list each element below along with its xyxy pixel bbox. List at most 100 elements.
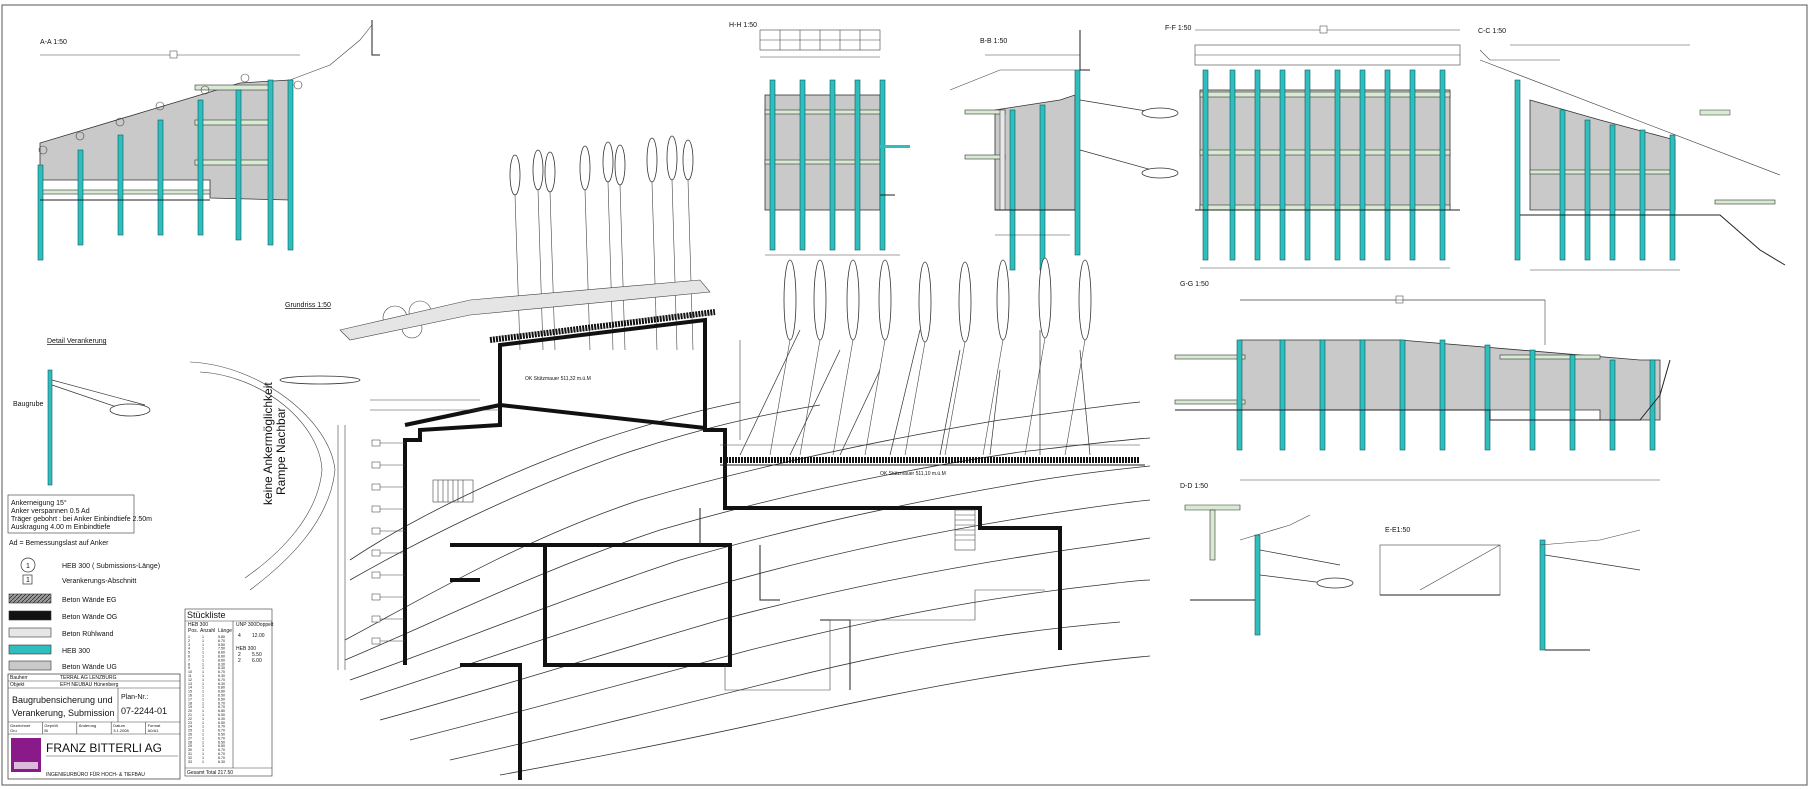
tree-stem (832, 339, 854, 456)
stueckliste-cell: 1 (202, 756, 204, 760)
section-dd-title: D-D 1:50 (1180, 483, 1208, 490)
anchor-line (839, 369, 881, 456)
legend-label-ruehlwand: Beton Rühlwand (62, 631, 113, 638)
detail-title: Detail Verankerung (47, 338, 107, 345)
anker-note-2: Anker verspannen 0.5 Ad (11, 508, 90, 515)
ramp-curve-inner (199, 371, 323, 579)
stueckliste-cell: 24 (188, 725, 192, 729)
tree-stem (651, 181, 658, 351)
anchor-line (939, 349, 961, 456)
stueckliste-cell: 1 (202, 678, 204, 682)
stueckliste-cell: 8.60 (218, 651, 225, 655)
section-gg-title: G-G 1:50 (1180, 281, 1209, 288)
tree-stem (514, 194, 521, 351)
detail-baugrube: Baugrube (13, 401, 43, 408)
stueckliste-unp-cell: 12.00 (252, 633, 265, 639)
stueckliste-cell: 28 (188, 740, 192, 744)
stueckliste-cell: 1 (202, 733, 204, 737)
stueckliste-cell: 6.50 (218, 694, 225, 698)
anker-note-4: Auskragung 4.00 m Einbindtiefe (11, 524, 110, 531)
tree-crown (602, 141, 614, 183)
stueckliste-cell: 1 (202, 647, 204, 651)
main-building-east-wall (703, 428, 1062, 650)
legend-label-heb-length: HEB 300 ( Submissions-Länge) (62, 563, 160, 570)
tree-stem (687, 179, 694, 351)
tb-bauherr: TERRAL AG LENZBURG (60, 675, 117, 681)
legend-item-beton-og: Beton Wände OG (8, 610, 117, 621)
west-pile-markers (371, 439, 405, 645)
pile-marker (371, 637, 381, 645)
stueckliste-cell: 4 (188, 647, 190, 651)
section-cc-title: C-C 1:50 (1478, 28, 1506, 35)
stueckliste-cell: 1 (202, 744, 204, 748)
stueckliste-cell: 6.30 (218, 760, 225, 764)
stueckliste-cell: 6.50 (218, 740, 225, 744)
stueckliste-unp-cell: 6.00 (252, 658, 262, 664)
stueckliste-unp-cell: 2 (238, 658, 241, 664)
anker-notes: Ankerneigung 15° Anker verspannen 0.5 Ad… (7, 494, 152, 534)
stueckliste-cell: 20 (188, 709, 192, 713)
main-building-center-room (543, 543, 732, 667)
tree-crown (1038, 257, 1052, 339)
trees-mid (739, 257, 1092, 456)
tree-crown (813, 259, 827, 341)
tb-plan-label: Plan-Nr.: (121, 694, 148, 701)
stueckliste-cell: 1 (202, 635, 204, 639)
section-aa-title: A-A 1:50 (40, 39, 67, 46)
stairs-left (432, 479, 474, 503)
legend-label-heb300: HEB 300 (62, 648, 90, 655)
stairs-right (954, 509, 976, 551)
tb-meta-value: Gru (10, 728, 17, 733)
section-ee-title: E-E1:50 (1385, 527, 1410, 534)
stueckliste-cell: 1 (202, 701, 204, 705)
legend-item-beton-ruehlwand: Beton Rühlwand (8, 627, 113, 638)
section-bb: B-B 1:50 (949, 30, 1179, 271)
tree-stem (769, 339, 791, 456)
stueckliste-cell: 6.70 (218, 748, 225, 752)
stueckliste-cell: 1 (202, 674, 204, 678)
stueckliste-cell: 6.70 (218, 756, 225, 760)
stueckliste-col-anzahl: Anzahl (200, 628, 215, 634)
stueckliste-cell: 1 (202, 639, 204, 643)
label-ok-stuetzmauer-upper: OK Stützmauer 511,32 m.ü.M (525, 376, 591, 382)
section-cc: C-C 1:50 (1478, 28, 1786, 271)
stueckliste-cell: 6 (188, 655, 190, 659)
stueckliste-cell: 8 (188, 662, 190, 666)
stueckliste-title: Stückliste (187, 610, 226, 620)
stueckliste-cell: 6.80 (218, 709, 225, 713)
aa-soil-body (39, 79, 291, 201)
tree-crown (878, 259, 892, 341)
anchor-line (889, 329, 921, 456)
stueckliste-cell: 6.70 (218, 729, 225, 733)
tree-crown (532, 149, 544, 191)
anker-note-3: Träger gebohrt : bei Anker Einbindtiefe … (11, 516, 152, 523)
baugrube-outline (724, 589, 1045, 691)
tree-stem (904, 341, 926, 456)
stueckliste-cell: 8.60 (218, 658, 225, 662)
stueckliste-cell: 21 (188, 713, 192, 717)
tb-title-1: Baugrubensicherung und (12, 695, 113, 705)
tree-stem (1024, 337, 1046, 456)
pile-marker (371, 505, 381, 513)
stueckliste-cell: 11 (188, 674, 192, 678)
stueckliste-cell: 23 (188, 721, 192, 725)
stueckliste-cell: 8.30 (218, 666, 225, 670)
interior-walls (450, 543, 545, 582)
stueckliste-cell: 2 (188, 639, 190, 643)
anchor-line (989, 369, 1001, 456)
stueckliste-cell: 8.30 (218, 662, 225, 666)
legend-label-og: Beton Wände OG (62, 614, 117, 621)
upper-building-eg-wall (489, 309, 716, 343)
stueckliste-unp-sub: HEB 300 (236, 646, 256, 652)
tb-meta-value: A0/A1 (148, 728, 160, 733)
tree-stem (944, 341, 966, 456)
pile-marker (371, 461, 381, 469)
stueckliste-cell: 6.70 (218, 725, 225, 729)
legend-label-ug: Beton Wände UG (62, 664, 117, 671)
stueckliste-cell: 13 (188, 682, 192, 686)
stueckliste-cell: 1 (202, 670, 204, 674)
section-ff-title: F-F 1:50 (1165, 25, 1192, 32)
section-bb-title: B-B 1:50 (980, 38, 1007, 45)
